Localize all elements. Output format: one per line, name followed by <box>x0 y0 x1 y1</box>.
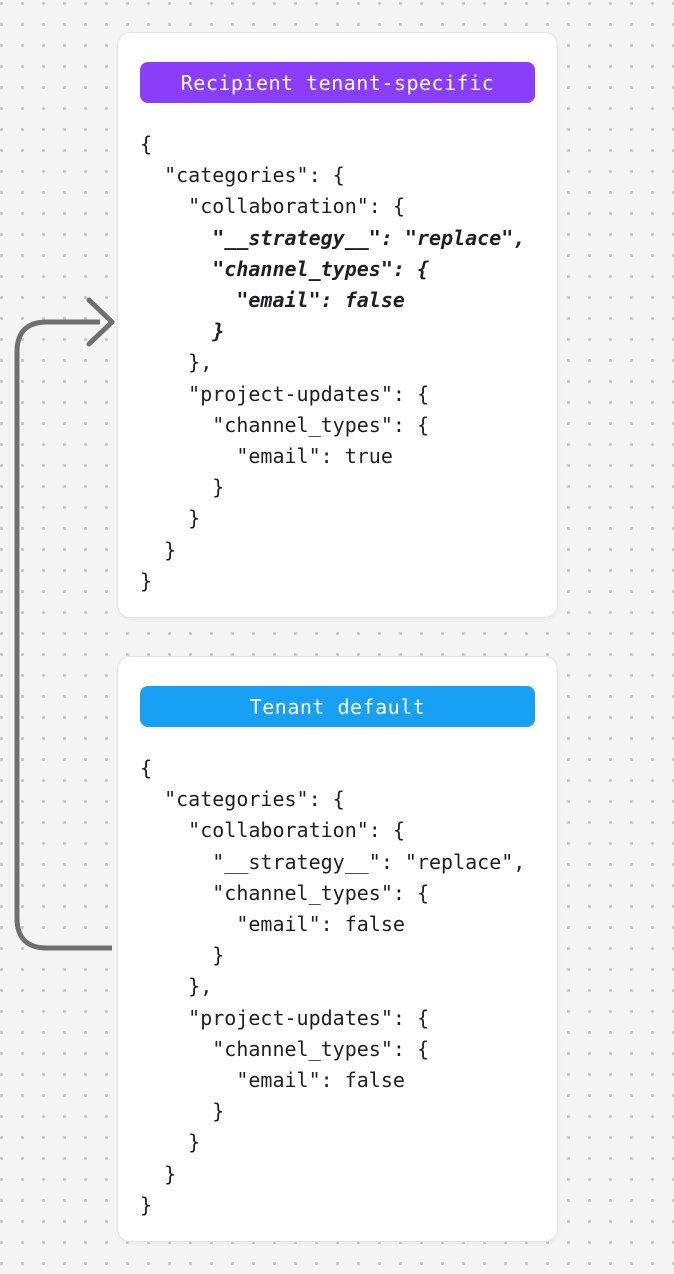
code-line: "email": false <box>140 912 405 937</box>
code-line: "channel_types": { <box>140 256 429 281</box>
code-line: { <box>140 756 153 780</box>
code-line: "categories": { <box>140 163 345 188</box>
code-line: } <box>140 1099 225 1124</box>
code-line: "categories": { <box>140 787 345 812</box>
code-line: } <box>140 506 201 531</box>
card-tenant-default: Tenant default { "categories": { "collab… <box>118 657 557 1241</box>
recipient-json-code-block: { "categories": { "collaboration": { "__… <box>140 129 535 597</box>
tenant-default-json-code-block: { "categories": { "collaboration": { "__… <box>140 753 535 1221</box>
recipient-tenant-specific-badge: Recipient tenant-specific <box>140 62 535 103</box>
code-line: "project-updates": { <box>140 381 429 406</box>
code-line: } <box>140 319 225 344</box>
code-line: "collaboration": { <box>140 818 405 843</box>
code-line: } <box>140 943 225 968</box>
code-line: "__strategy__": "replace", <box>140 225 526 250</box>
code-line: "channel_types": { <box>140 880 429 905</box>
code-line: } <box>140 1130 201 1155</box>
code-line: } <box>140 1192 153 1217</box>
tenant-default-badge: Tenant default <box>140 686 535 727</box>
code-line: }, <box>140 350 213 375</box>
code-line: "email": false <box>140 288 405 313</box>
code-line: } <box>140 1161 177 1186</box>
code-line: } <box>140 568 153 593</box>
code-line: "channel_types": { <box>140 412 429 437</box>
code-line: { <box>140 132 153 156</box>
code-line: "collaboration": { <box>140 194 405 219</box>
code-line: "project-updates": { <box>140 1005 429 1030</box>
code-line: } <box>140 537 177 562</box>
code-line: "email": true <box>140 444 393 469</box>
code-line: "email": false <box>140 1068 405 1093</box>
code-line: } <box>140 475 225 500</box>
code-line: "__strategy__": "replace", <box>140 849 526 874</box>
card-recipient-tenant-specific: Recipient tenant-specific { "categories"… <box>118 33 557 617</box>
code-line: }, <box>140 974 213 999</box>
code-line: "channel_types": { <box>140 1036 429 1061</box>
